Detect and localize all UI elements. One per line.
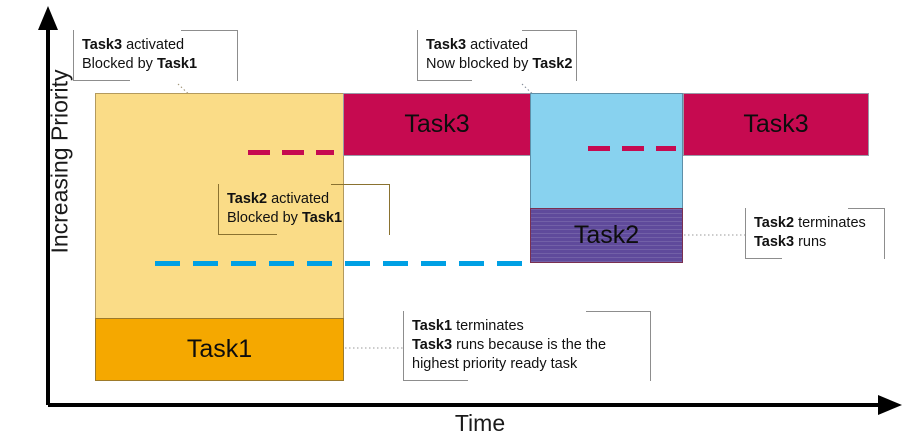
- task3-label-second: Task3: [743, 110, 809, 138]
- callout-text-terminates: terminates: [794, 215, 866, 231]
- task2-label: Task2: [573, 221, 640, 249]
- callout-bold-task3: Task3: [426, 37, 467, 53]
- callout-bold-task2: Task2: [227, 191, 268, 207]
- y-axis-label: Increasing Priority: [46, 69, 73, 254]
- callout-text-activated: activated: [122, 37, 185, 53]
- task2-pending-dashed-line: [155, 261, 532, 266]
- callout-line-1: Task3 activated: [82, 36, 230, 55]
- task1-running-block[interactable]: Task1: [95, 318, 344, 381]
- task2-running-block[interactable]: Task2: [530, 208, 683, 263]
- callout-text-activated: activated: [267, 191, 330, 207]
- callout-bold-task3: Task3: [754, 234, 795, 250]
- task3-running-block-first[interactable]: Task3: [343, 93, 531, 156]
- y-axis-arrow-icon: [38, 6, 58, 30]
- callout-text-terminates: terminates: [452, 318, 524, 334]
- task3-label-first: Task3: [404, 110, 470, 138]
- callout-task3-activated-now-blocked-by-task2: Task3 activated Now blocked by Task2: [417, 30, 577, 81]
- callout-line-1: Task2 activated: [227, 190, 382, 209]
- callout-task3-activated-blocked-by-task1: Task3 activated Blocked by Task1: [73, 30, 238, 81]
- callout-line-2: Blocked by Task1: [82, 55, 230, 74]
- callout-task1-terminates-task3-runs: Task1 terminates Task3 runs because is t…: [403, 311, 651, 381]
- callout-line-2: Task3 runs because is the the: [412, 336, 643, 355]
- callout-line-3: highest priority ready task: [412, 356, 578, 372]
- task1-blocked-region-block: [95, 93, 344, 319]
- task1-label: Task1: [186, 335, 253, 363]
- callout-text-blocked-by: Blocked by: [82, 56, 157, 72]
- callout-bold-task2: Task2: [754, 215, 795, 231]
- task3-blocked-region-block: [530, 93, 683, 209]
- task3-running-block-second[interactable]: Task3: [683, 93, 869, 156]
- callout-line-2: Task3 runs: [754, 233, 877, 252]
- callout-line-1: Task1 terminates: [412, 317, 643, 336]
- callout-text-now-blocked-by: Now blocked by: [426, 56, 533, 72]
- callout-line-1: Task2 terminates: [754, 214, 877, 233]
- task3-pending-dashed-line-first: [248, 150, 334, 155]
- callout-task2-activated-blocked-by-task1: Task2 activated Blocked by Task1: [218, 184, 390, 235]
- callout-line-1: Task3 activated: [426, 36, 569, 55]
- callout-line-2: Blocked by Task1: [227, 209, 382, 228]
- callout-text-blocked-by: Blocked by: [227, 210, 302, 226]
- callout-bold-task3: Task3: [82, 37, 123, 53]
- callout-bold-task1: Task1: [412, 318, 453, 334]
- callout-bold-task1: Task1: [156, 56, 198, 72]
- callout-line-2: Now blocked by Task2: [426, 55, 573, 74]
- callout-text-activated: activated: [466, 37, 529, 53]
- callout-text-runs-because: runs because is the the: [452, 337, 607, 353]
- x-axis-arrow-icon: [878, 395, 902, 415]
- callout-bold-task1: Task1: [301, 210, 343, 226]
- callout-task2-terminates-task3-runs: Task2 terminates Task3 runs: [745, 208, 885, 259]
- callout-bold-task3: Task3: [412, 337, 453, 353]
- task3-pending-dashed-line-second: [588, 146, 676, 151]
- callout-bold-task2: Task2: [532, 56, 573, 72]
- callout-text-runs: runs: [794, 234, 827, 250]
- x-axis-label: Time: [454, 410, 506, 436]
